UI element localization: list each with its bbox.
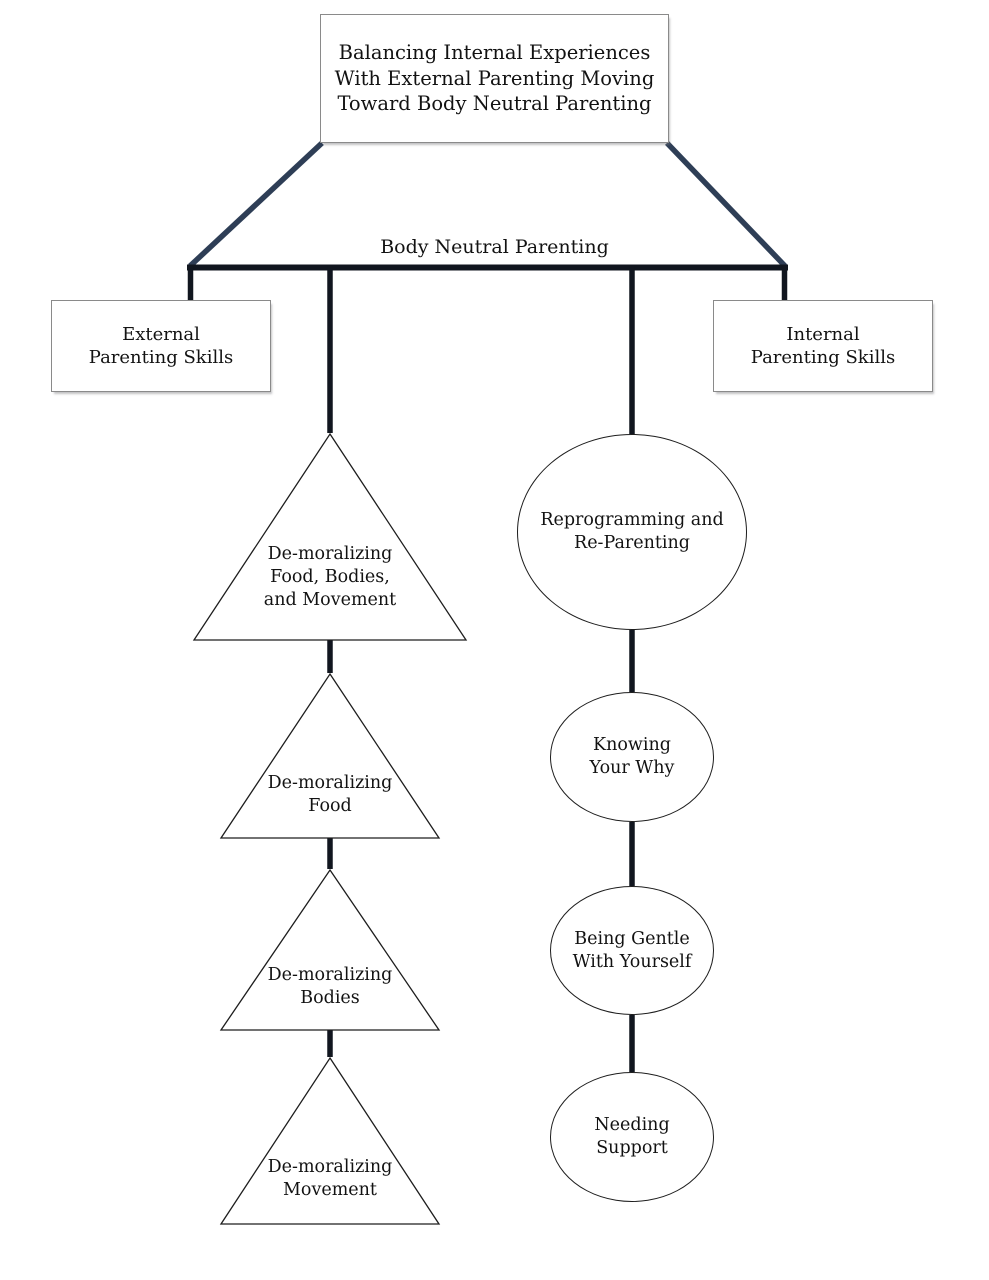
- triangle-node-3-label: De-moralizing Bodies: [267, 965, 393, 1008]
- circle-node-4: Needing Support: [550, 1072, 714, 1202]
- circle-node-2-label: Knowing Your Why: [589, 735, 675, 778]
- title-node: Balancing Internal Experiences With Exte…: [320, 14, 669, 143]
- external-parenting-skills-label: External Parenting Skills: [88, 323, 234, 368]
- center-label: Body Neutral Parenting: [380, 236, 609, 258]
- triangle-node-2-label: De-moralizing Food: [267, 773, 393, 816]
- circle-node-2: Knowing Your Why: [550, 692, 714, 822]
- circle-node-3-label: Being Gentle With Yourself: [572, 928, 692, 972]
- triangle-node-3: De-moralizing Bodies: [219, 868, 441, 1032]
- title-node-label: Balancing Internal Experiences With Exte…: [334, 41, 655, 116]
- internal-parenting-skills-node: Internal Parenting Skills: [713, 300, 933, 392]
- triangle-node-4-label: De-moralizing Movement: [267, 1157, 393, 1200]
- circle-node-1-label: Reprogramming and Re-Parenting: [540, 510, 724, 553]
- triangle-node-4: De-moralizing Movement: [219, 1056, 441, 1226]
- circle-node-1: Reprogramming and Re-Parenting: [517, 434, 747, 630]
- external-parenting-skills-node: External Parenting Skills: [51, 300, 271, 392]
- triangle-node-1: De-moralizing Food, Bodies, and Movement: [192, 432, 468, 642]
- triangle-node-1-label: De-moralizing Food, Bodies, and Movement: [263, 544, 397, 610]
- triangle-node-2: De-moralizing Food: [219, 672, 441, 840]
- circle-node-3: Being Gentle With Yourself: [550, 886, 714, 1015]
- circle-node-4-label: Needing Support: [594, 1115, 670, 1158]
- internal-parenting-skills-label: Internal Parenting Skills: [750, 323, 896, 368]
